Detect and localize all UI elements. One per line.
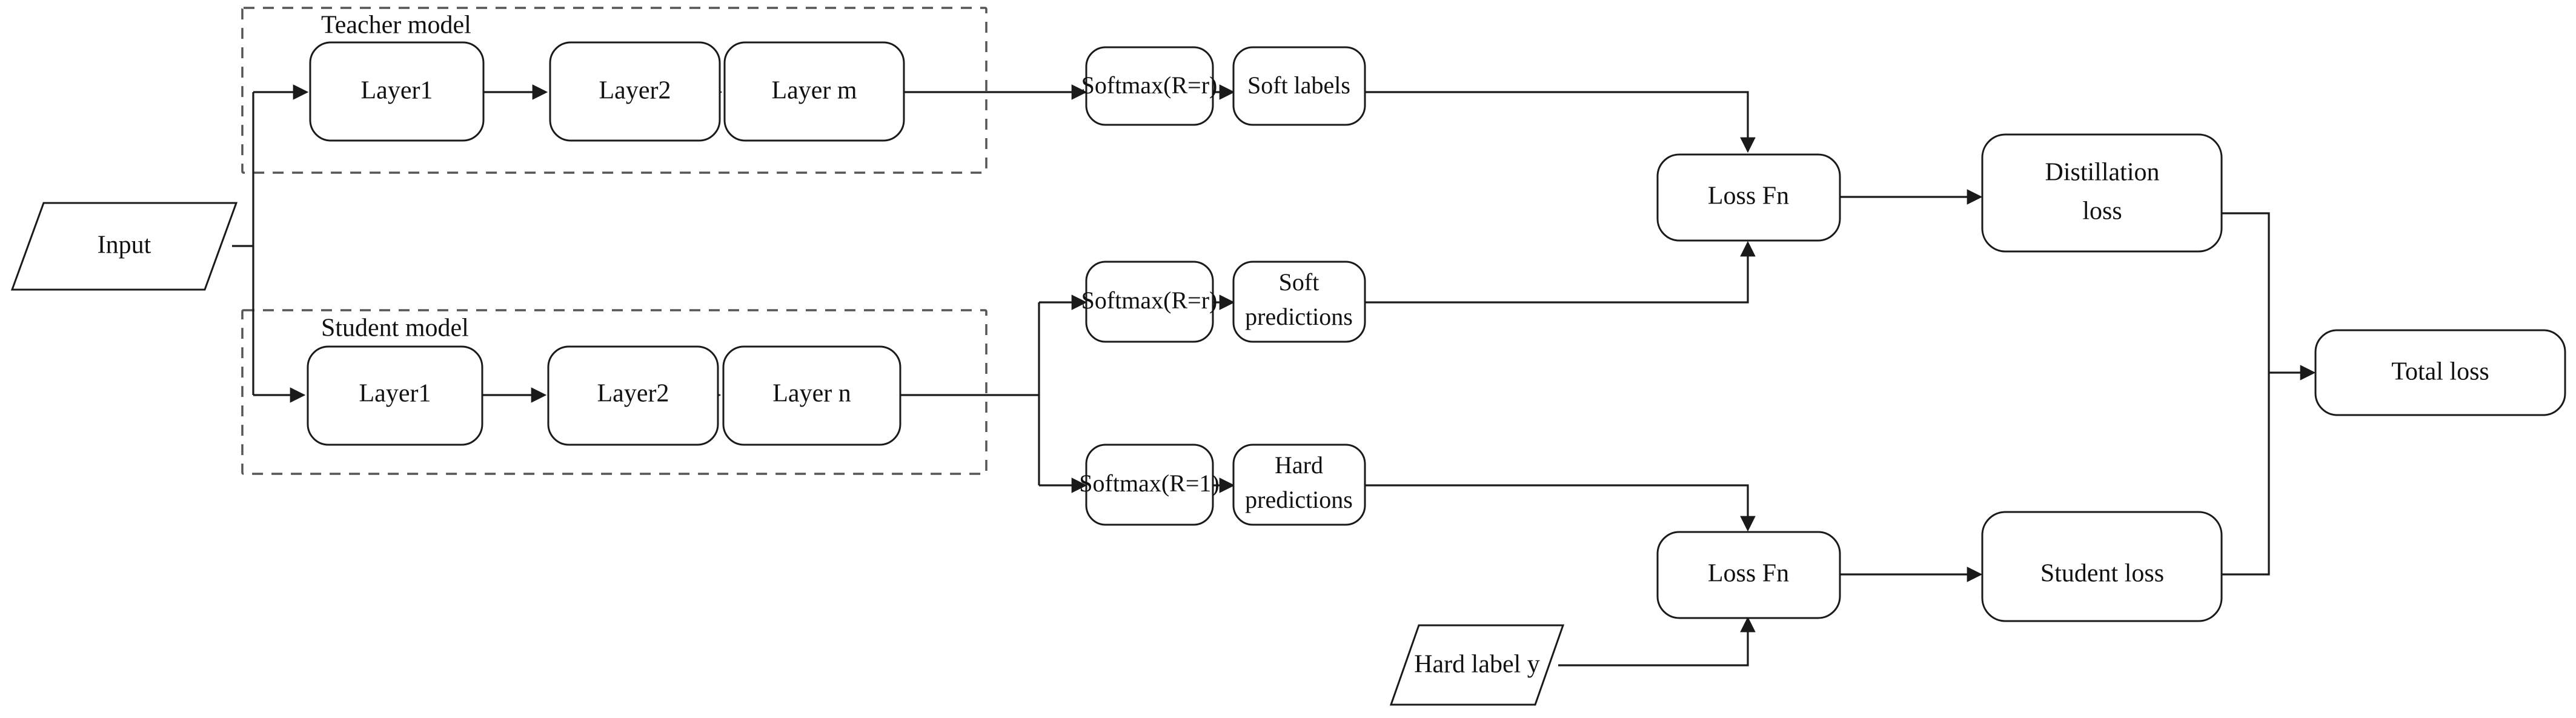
node-student-layer1-label: Layer1 xyxy=(359,380,431,408)
node-teacher-layer2-label: Layer2 xyxy=(599,77,671,105)
node-teacher-layer1[interactable]: Layer1 xyxy=(309,41,485,142)
node-distillation-loss-label-line2: loss xyxy=(2082,198,2122,225)
edge-hard-predictions-to-loss-fn-bottom xyxy=(1365,484,1756,532)
edge-student-loss-to-merge xyxy=(2222,373,2270,576)
node-hard-label-label: Hard label y xyxy=(1414,651,1540,679)
node-input-label: Input xyxy=(98,231,151,259)
node-distillation-loss-label-line1: Distillation xyxy=(2045,159,2160,187)
node-loss-fn-bottom-label: Loss Fn xyxy=(1708,560,1789,588)
node-hard-predictions-label-line1: Hard xyxy=(1275,451,1323,479)
node-softmax-student-soft[interactable]: Softmax(R=r) xyxy=(1081,261,1218,343)
node-hard-predictions-label-line2: predictions xyxy=(1245,486,1353,513)
node-student-layern[interactable]: Layer n xyxy=(722,345,901,446)
node-distillation-loss[interactable]: Distillation loss xyxy=(1981,133,2223,253)
node-soft-predictions-label-line1: Soft xyxy=(1279,268,1320,296)
node-student-loss-label: Student loss xyxy=(2040,560,2164,588)
node-student-layer2[interactable]: Layer2 xyxy=(547,345,719,446)
node-softmax-student-hard-label: Softmax(R=1) xyxy=(1079,470,1219,497)
edge-distillation-to-merge xyxy=(2222,212,2270,373)
node-loss-fn-top-label: Loss Fn xyxy=(1708,182,1789,210)
node-soft-predictions-label-line2: predictions xyxy=(1245,303,1353,330)
teacher-model-label: Teacher model xyxy=(321,12,471,39)
node-soft-predictions[interactable]: Soft predictions xyxy=(1232,261,1366,343)
node-loss-fn-top[interactable]: Loss Fn xyxy=(1656,153,1841,242)
node-teacher-layerm[interactable]: Layer m xyxy=(723,41,905,142)
teacher-model-group xyxy=(241,7,988,174)
node-softmax-student-soft-label: Softmax(R=r) xyxy=(1081,287,1218,314)
node-input[interactable]: Input xyxy=(10,202,238,291)
node-loss-fn-bottom[interactable]: Loss Fn xyxy=(1656,531,1841,619)
node-student-loss[interactable]: Student loss xyxy=(1981,511,2223,622)
edge-soft-predictions-to-loss-fn-top xyxy=(1365,241,1756,304)
node-teacher-layer2[interactable]: Layer2 xyxy=(549,41,721,142)
node-student-layer2-label: Layer2 xyxy=(597,380,669,408)
node-softmax-teacher-label: Softmax(R=r) xyxy=(1081,71,1218,99)
node-soft-labels[interactable]: Soft labels xyxy=(1232,46,1366,126)
node-total-loss[interactable]: Total loss xyxy=(2314,329,2566,416)
node-soft-labels-label: Soft labels xyxy=(1247,71,1350,99)
student-model-label: Student model xyxy=(321,314,469,342)
node-softmax-teacher[interactable]: Softmax(R=r) xyxy=(1081,46,1218,126)
student-model-group xyxy=(241,309,988,475)
node-teacher-layer1-label: Layer1 xyxy=(361,77,433,105)
node-teacher-layerm-label: Layer m xyxy=(771,77,857,105)
node-hard-predictions[interactable]: Hard predictions xyxy=(1232,444,1366,526)
edge-soft-labels-to-loss-fn-top xyxy=(1365,91,1756,153)
node-softmax-student-hard[interactable]: Softmax(R=1) xyxy=(1079,444,1220,526)
node-student-layer1[interactable]: Layer1 xyxy=(307,345,483,446)
node-student-layern-label: Layer n xyxy=(772,380,851,408)
node-total-loss-label: Total loss xyxy=(2391,358,2489,386)
edge-hard-label-to-loss-fn-bottom xyxy=(1558,616,1756,666)
node-hard-label[interactable]: Hard label y xyxy=(1389,624,1565,706)
